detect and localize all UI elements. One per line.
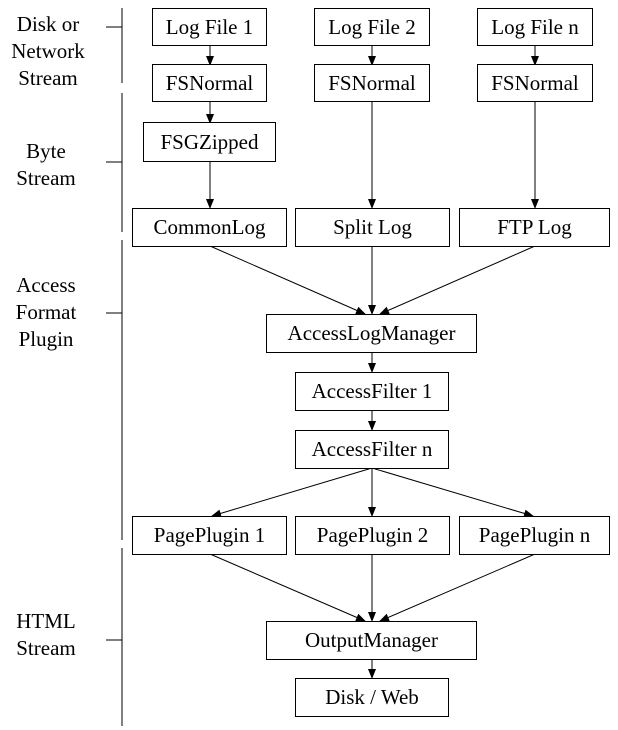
node-diskweb: Disk / Web bbox=[295, 678, 449, 717]
node-pageplugin2: PagePlugin 2 bbox=[295, 516, 450, 555]
node-logfilen: Log File n bbox=[477, 8, 593, 46]
node-pagepluginn: PagePlugin n bbox=[459, 516, 610, 555]
stage-label-html: HTML Stream bbox=[16, 609, 76, 660]
arrow-accessfiltern-pagepluginn bbox=[371, 467, 534, 518]
node-commonlog: CommonLog bbox=[132, 208, 287, 247]
arrow-ftplog-accesslogmanager bbox=[379, 245, 536, 315]
arrow-pagepluginn-outputmanager bbox=[379, 553, 536, 622]
stage-label-byte: Byte Stream bbox=[16, 139, 76, 190]
node-pageplugin1: PagePlugin 1 bbox=[132, 516, 287, 555]
node-outputmanager: OutputManager bbox=[266, 621, 477, 660]
node-logfile1: Log File 1 bbox=[152, 8, 267, 46]
stage-label-disk: Disk or Network Stream bbox=[11, 12, 85, 90]
node-accesslogmanager: AccessLogManager bbox=[266, 314, 477, 353]
arrow-accessfiltern-pageplugin1 bbox=[211, 467, 373, 518]
node-fsgzipped: FSGZipped bbox=[143, 122, 276, 162]
node-fsnormal1: FSNormal bbox=[152, 64, 267, 102]
node-accessfilter1: AccessFilter 1 bbox=[295, 372, 449, 411]
node-splitlog: Split Log bbox=[295, 208, 450, 247]
arrow-pageplugin1-outputmanager bbox=[209, 553, 366, 622]
node-fsnormaln: FSNormal bbox=[477, 64, 593, 102]
node-ftplog: FTP Log bbox=[459, 208, 610, 247]
node-fsnormal2: FSNormal bbox=[314, 64, 430, 102]
stage-label-access: Access Format Plugin bbox=[15, 273, 77, 351]
node-accessfiltern: AccessFilter n bbox=[295, 430, 449, 469]
node-logfile2: Log File 2 bbox=[314, 8, 430, 46]
arrow-commonlog-accesslogmanager bbox=[209, 245, 366, 315]
